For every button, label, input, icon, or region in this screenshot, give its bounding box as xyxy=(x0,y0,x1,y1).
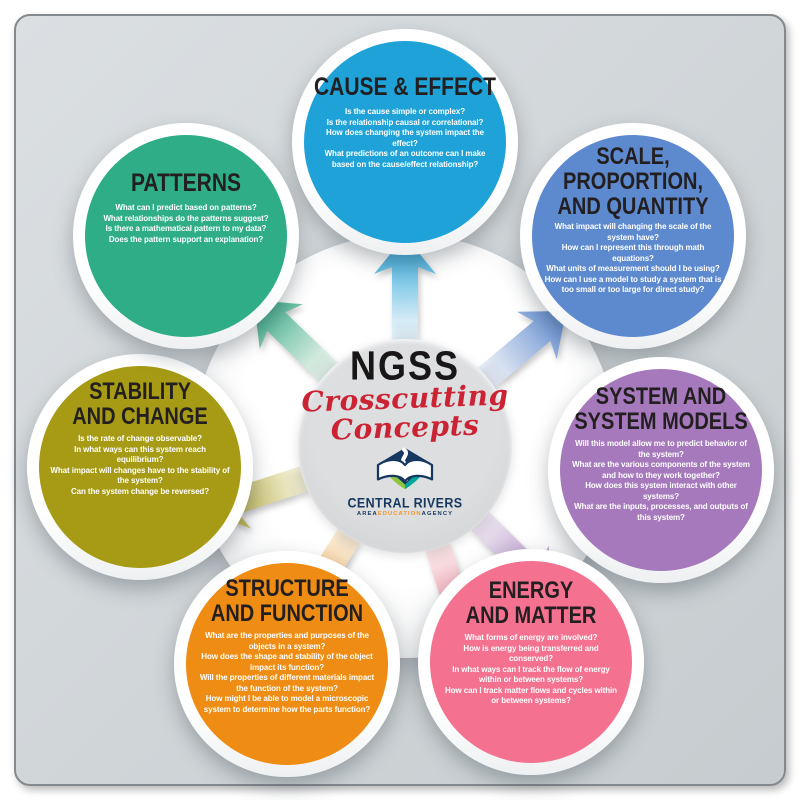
central-rivers-logo: CENTRAL RIVERS AREAEDUCATIONAGENCY xyxy=(298,447,512,518)
concept-question: What predictions of an outcome can I mak… xyxy=(324,149,486,169)
concept-question: Is there a mathematical pattern to my da… xyxy=(105,224,267,234)
concept-question: What relationships do the patterns sugge… xyxy=(103,213,269,223)
open-book-river-icon xyxy=(376,447,434,490)
concept-question: What impact will changes have to the sta… xyxy=(50,465,230,486)
concept-question: What forms of energy are involved? xyxy=(464,633,598,642)
concept-question: How might I be able to model a microscop… xyxy=(203,694,371,714)
concept-title-line: STRUCTURE xyxy=(225,576,349,602)
concept-questions: What forms of energy are involved?How is… xyxy=(430,633,632,707)
concept-question: What can I predict based on patterns? xyxy=(115,203,257,213)
arrow-cause-and-effect xyxy=(374,236,436,342)
concept-title-line: STABILITY xyxy=(89,379,191,405)
concept-circle-patterns: PATTERNS What can I predict based on patt… xyxy=(73,123,299,349)
concept-question: Can the system change be reversed? xyxy=(71,486,209,496)
central-rivers-name: CENTRAL RIVERS xyxy=(347,495,463,511)
concept-question: How can I use a model to study a system … xyxy=(544,274,722,295)
concept-disc-cause-and-effect: CAUSE & EFFECT Is the cause simple or com… xyxy=(304,41,506,243)
concept-questions: What impact will changing the scale of t… xyxy=(532,222,734,296)
concept-question: How can I track matter flows and cycles … xyxy=(445,685,617,706)
concept-questions: Is the rate of change observable?In what… xyxy=(39,434,241,497)
concept-title-line: SYSTEM MODELS xyxy=(574,408,748,435)
central-rivers-tagline: AREAEDUCATIONAGENCY xyxy=(298,511,512,518)
concept-disc-patterns: PATTERNS What can I predict based on patt… xyxy=(85,135,287,337)
concept-question: What units of measurement should I be us… xyxy=(546,264,720,274)
concept-question: Is the cause simple or complex? xyxy=(344,107,466,117)
concept-question: How is energy being transferred and cons… xyxy=(463,643,599,664)
concept-question: Is the rate of change observable? xyxy=(78,434,202,443)
concept-question: How does the shape and stability of the … xyxy=(201,652,373,672)
concept-title-line: AND FUNCTION xyxy=(210,600,364,627)
concept-question: How does this system interact with other… xyxy=(585,481,737,501)
concept-questions: Will this model allow me to predict beha… xyxy=(560,439,762,523)
concept-circle-cause-and-effect: CAUSE & EFFECT Is the cause simple or com… xyxy=(292,29,518,255)
concept-title: PATTERNS xyxy=(85,169,287,197)
crosscutting-script-line2: Concepts xyxy=(330,408,480,447)
concept-title-line: PROPORTION, xyxy=(562,168,703,195)
concept-title: CAUSE & EFFECT xyxy=(304,73,506,101)
concept-question: What are the properties and purposes of … xyxy=(205,631,369,651)
tagline-agency: AGENCY xyxy=(421,510,454,517)
concept-question: What are the various components of the s… xyxy=(572,460,750,480)
concept-title-line: SYSTEM AND xyxy=(595,384,727,410)
concept-question: What impact will changing the scale of t… xyxy=(554,222,712,242)
hub-center: NGSS Crosscutting Concepts CENTRAL RIVER… xyxy=(298,339,512,553)
concept-title-line: AND CHANGE xyxy=(72,403,208,430)
ngss-heading: NGSS xyxy=(349,342,461,389)
tagline-area: AREA xyxy=(356,510,378,517)
concept-question: Will the properties of different materia… xyxy=(199,673,375,693)
concept-questions: What are the properties and purposes of … xyxy=(186,631,388,715)
concept-questions: Is the cause simple or complex?Is the re… xyxy=(304,107,506,170)
concept-question: Will this model allow me to predict beha… xyxy=(575,439,747,459)
concept-question: How can I represent this through math eq… xyxy=(561,243,705,263)
concept-title-line: SCALE, xyxy=(596,144,670,171)
concept-question: What are the inputs, processes, and outp… xyxy=(574,502,748,522)
concept-question: In what ways can I track the flow of ene… xyxy=(452,664,610,685)
concept-title-line: AND QUANTITY xyxy=(557,193,709,220)
concept-title-line: CAUSE & EFFECT xyxy=(313,73,496,101)
concept-question: Is the relationship causal or correlatio… xyxy=(326,117,484,127)
concept-title-line: PATTERNS xyxy=(130,169,242,197)
concept-question: How does changing the system impact the … xyxy=(326,128,484,148)
tagline-education: EDUCATION xyxy=(377,510,422,517)
concept-title-line: ENERGY xyxy=(488,578,574,604)
concept-title: SCALE,PROPORTION,AND QUANTITY xyxy=(532,145,734,219)
arrow-scale-proportion-quantity xyxy=(477,311,566,389)
concept-title-line: AND MATTER xyxy=(465,602,597,629)
concept-questions: What can I predict based on patterns?Wha… xyxy=(85,203,287,245)
concept-question: Does the pattern support an explanation? xyxy=(108,234,264,244)
concept-question: In what ways can this system reach equil… xyxy=(74,444,206,465)
